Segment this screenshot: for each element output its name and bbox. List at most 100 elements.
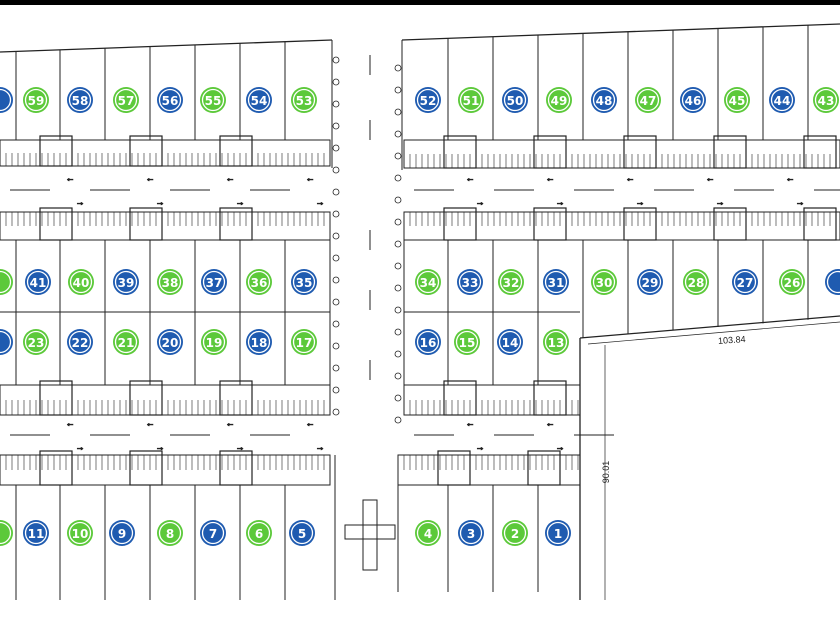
lot-marker-16[interactable]: 16 [415,329,441,355]
lot-badge-ring [416,521,440,545]
lot-marker-27[interactable]: 27 [732,269,758,295]
direction-arrow: ← [306,418,315,428]
lot-badge-ring [0,270,12,294]
lot-marker-51[interactable]: 51 [458,87,484,113]
lot-badge-ring [636,88,660,112]
lot-marker-13[interactable]: 13 [543,329,569,355]
lot-badge-circle [415,329,441,355]
lot-number: 34 [420,276,437,290]
lot-marker-35[interactable]: 35 [291,269,317,295]
lot-marker-52[interactable]: 52 [415,87,441,113]
lot-number: 47 [640,94,657,108]
lot-number: 31 [548,276,565,290]
lot-marker-8[interactable]: 8 [157,520,183,546]
lot-badge-circle [157,269,183,295]
lot-marker-15[interactable]: 15 [454,329,480,355]
lot-marker-10[interactable]: 10 [67,520,93,546]
lot-marker-33[interactable]: 33 [457,269,483,295]
lot-marker-49[interactable]: 49 [546,87,572,113]
lot-marker-28[interactable]: 28 [683,269,709,295]
lot-badge-ring [202,330,226,354]
lot-marker-45[interactable]: 45 [724,87,750,113]
lot-badge-circle [25,269,51,295]
lot-marker-7[interactable]: 7 [200,520,226,546]
lot-number: 6 [255,527,263,541]
lot-marker-48[interactable]: 48 [591,87,617,113]
lot-marker-4[interactable]: 4 [415,520,441,546]
lot-marker-20[interactable]: 20 [157,329,183,355]
lot-badge-circle [635,87,661,113]
lot-marker-1[interactable]: 1 [545,520,571,546]
lot-marker-23[interactable]: 23 [23,329,49,355]
lot-marker-59[interactable]: 59 [23,87,49,113]
lot-marker-38[interactable]: 38 [157,269,183,295]
lot-number: 57 [118,94,135,108]
lot-marker-37[interactable]: 37 [201,269,227,295]
lot-marker-partial[interactable] [0,520,13,546]
lot-badge-circle [23,329,49,355]
lot-marker-19[interactable]: 19 [201,329,227,355]
lot-badge-ring [0,330,12,354]
lot-badge-circle [0,87,13,113]
direction-arrow: → [76,197,85,207]
lot-marker-34[interactable]: 34 [415,269,441,295]
lot-badge-ring [114,88,138,112]
lot-marker-53[interactable]: 53 [291,87,317,113]
lot-marker-32[interactable]: 32 [498,269,524,295]
lot-number: 7 [209,527,217,541]
direction-arrow: → [316,197,325,207]
lot-marker-47[interactable]: 47 [635,87,661,113]
lot-marker-54[interactable]: 54 [246,87,272,113]
lot-number: 17 [296,336,313,350]
lot-marker-50[interactable]: 50 [502,87,528,113]
lot-marker-30[interactable]: 30 [591,269,617,295]
lot-badge-circle [289,520,315,546]
lot-marker-9[interactable]: 9 [109,520,135,546]
lot-number: 26 [784,276,801,290]
lot-marker-6[interactable]: 6 [246,520,272,546]
lot-marker-43[interactable]: 43 [813,87,839,113]
lot-marker-partial[interactable] [0,329,13,355]
lot-badge-circle [109,520,135,546]
lot-marker-3[interactable]: 3 [458,520,484,546]
lot-marker-2[interactable]: 2 [502,520,528,546]
roundabout-island [362,499,378,571]
house-unit [129,450,163,486]
lot-badge-ring [201,88,225,112]
lot-marker-56[interactable]: 56 [157,87,183,113]
lot-marker-41[interactable]: 41 [25,269,51,295]
lot-marker-partial[interactable] [0,269,13,295]
lot-marker-partial[interactable] [0,87,13,113]
lot-marker-29[interactable]: 29 [637,269,663,295]
lot-number: 19 [206,336,223,350]
direction-arrow: ← [146,418,155,428]
lot-marker-26[interactable]: 26 [779,269,805,295]
house-strip [0,454,331,486]
lot-marker-46[interactable]: 46 [680,87,706,113]
lot-marker-39[interactable]: 39 [113,269,139,295]
lot-marker-36[interactable]: 36 [246,269,272,295]
lot-badge-circle [201,269,227,295]
lot-marker-55[interactable]: 55 [200,87,226,113]
lot-number: 22 [72,336,89,350]
lot-marker-18[interactable]: 18 [246,329,272,355]
lot-marker-22[interactable]: 22 [67,329,93,355]
lot-marker-44[interactable]: 44 [769,87,795,113]
lot-marker-57[interactable]: 57 [113,87,139,113]
lot-badge-ring [68,330,92,354]
tree-icon [394,64,402,72]
lot-number: 53 [296,94,313,108]
lot-marker-14[interactable]: 14 [497,329,523,355]
lot-badge-ring [114,270,138,294]
lot-marker-31[interactable]: 31 [543,269,569,295]
direction-arrow: ← [306,173,315,183]
direction-arrow: → [476,442,485,452]
lot-marker-11[interactable]: 11 [23,520,49,546]
lot-marker-21[interactable]: 21 [113,329,139,355]
lot-marker-partial[interactable] [825,269,840,295]
lot-marker-5[interactable]: 5 [289,520,315,546]
lot-marker-58[interactable]: 58 [67,87,93,113]
lot-marker-40[interactable]: 40 [68,269,94,295]
lot-number: 45 [729,94,746,108]
lot-marker-17[interactable]: 17 [291,329,317,355]
